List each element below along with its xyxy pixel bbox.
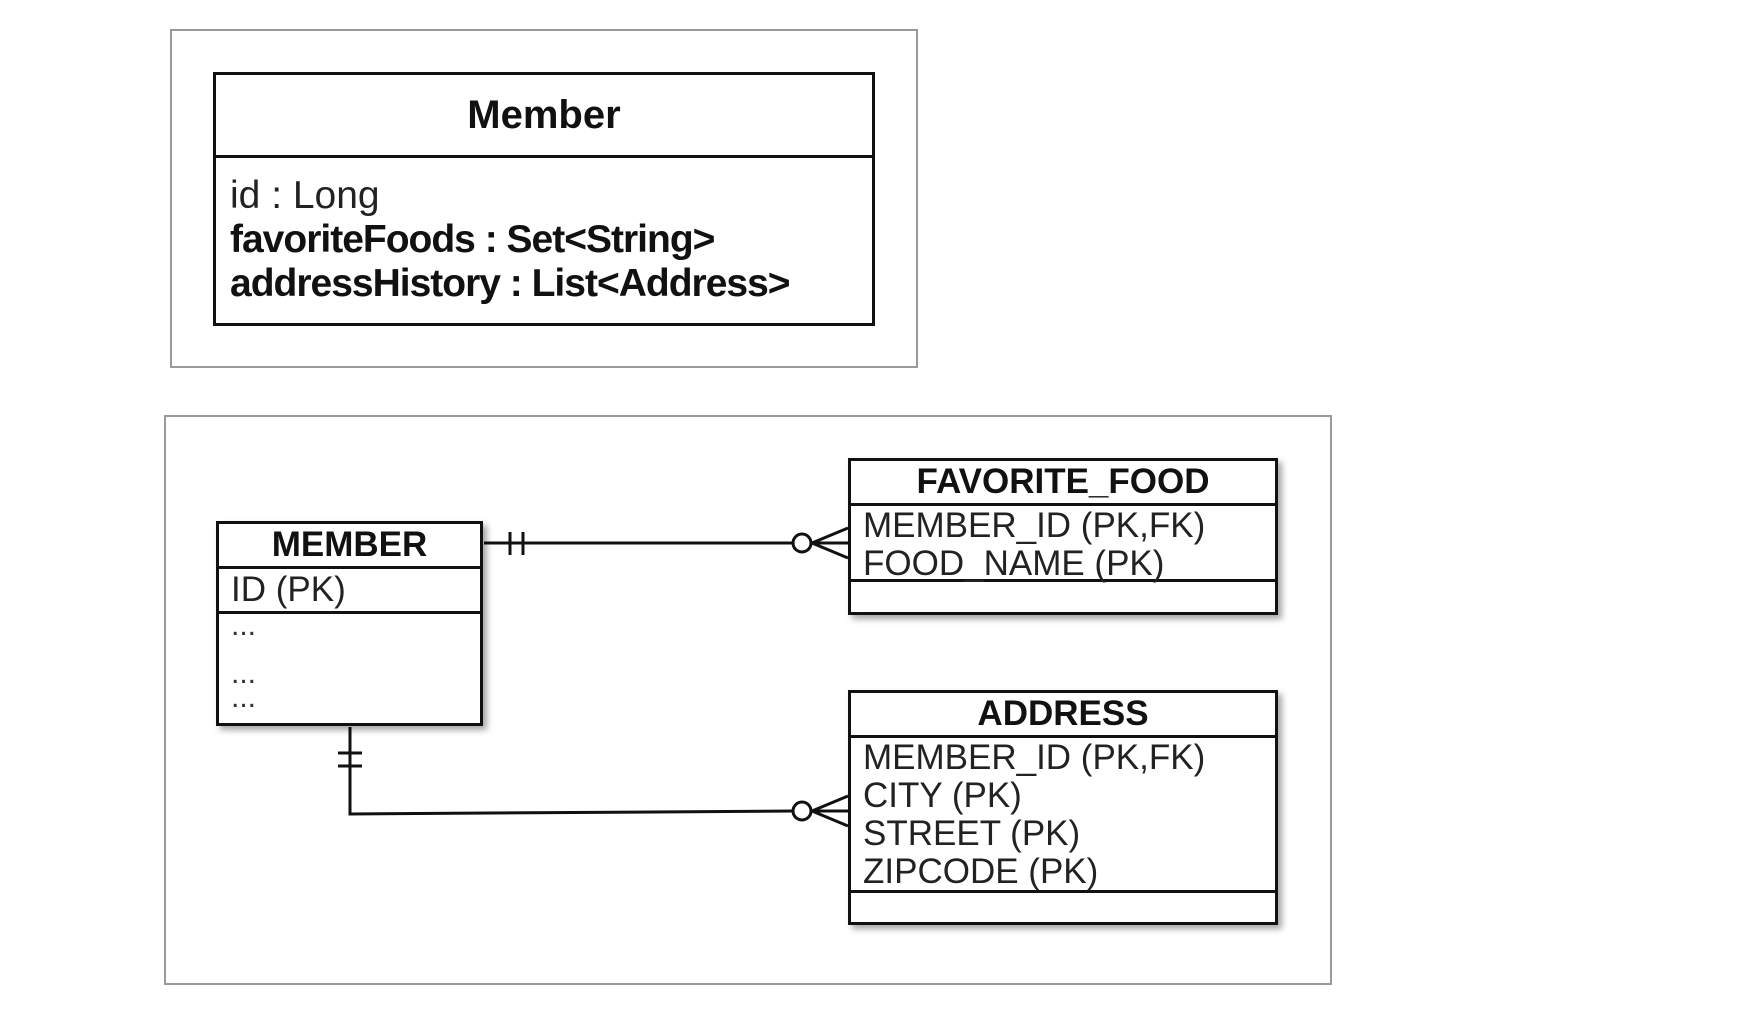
entity-column: STREET (PK) — [863, 814, 1081, 853]
relationship-line — [348, 727, 796, 816]
entity-address: ADDRESS MEMBER_ID (PK,FK) CITY (PK) STRE… — [848, 690, 1278, 925]
entity-column-ellipsis: ... — [231, 681, 257, 714]
crows-foot-icon — [811, 541, 849, 560]
entity-member: MEMBER ID (PK) ... ... ... — [216, 521, 483, 726]
entity-key-list: ID (PK) — [219, 569, 480, 614]
zero-circle-icon — [791, 800, 813, 822]
entity-title: ADDRESS — [851, 693, 1275, 738]
entity-column: CITY (PK) — [863, 776, 1022, 815]
entity-column: FOOD_NAME (PK) — [863, 544, 1165, 583]
entity-column-ellipsis: ... — [231, 657, 257, 690]
zero-circle-icon — [791, 532, 813, 554]
entity-title: MEMBER — [219, 524, 480, 569]
crows-foot-icon — [811, 526, 849, 545]
relationship-member-favorite-food — [484, 526, 849, 560]
uml-attribute-address-history: addressHistory : List<Address> — [230, 262, 791, 305]
uml-class-name: Member — [216, 75, 872, 158]
crows-foot-icon — [811, 794, 849, 813]
entity-column: MEMBER_ID (PK,FK) — [863, 506, 1206, 545]
entity-other-columns: ... ... ... — [219, 609, 480, 714]
entity-favorite-food: FAVORITE_FOOD MEMBER_ID (PK,FK) FOOD_NAM… — [848, 458, 1278, 615]
entity-column: MEMBER_ID (PK,FK) — [863, 738, 1206, 777]
uml-attribute-id: id : Long — [230, 174, 380, 217]
relationship-member-address — [338, 727, 849, 828]
entity-column: ID (PK) — [231, 570, 346, 609]
entity-key-list: MEMBER_ID (PK,FK) CITY (PK) STREET (PK) … — [851, 738, 1275, 893]
uml-class-member: Member id : Long favoriteFoods : Set<Str… — [213, 72, 875, 326]
uml-attribute-list: id : Long favoriteFoods : Set<String> ad… — [216, 158, 872, 306]
entity-column-ellipsis: ... — [231, 609, 257, 642]
entity-title: FAVORITE_FOOD — [851, 461, 1275, 506]
crows-foot-icon — [811, 809, 849, 828]
entity-key-list: MEMBER_ID (PK,FK) FOOD_NAME (PK) — [851, 506, 1275, 583]
uml-attribute-favorite-foods: favoriteFoods : Set<String> — [230, 218, 715, 261]
entity-column: ZIPCODE (PK) — [863, 852, 1099, 891]
